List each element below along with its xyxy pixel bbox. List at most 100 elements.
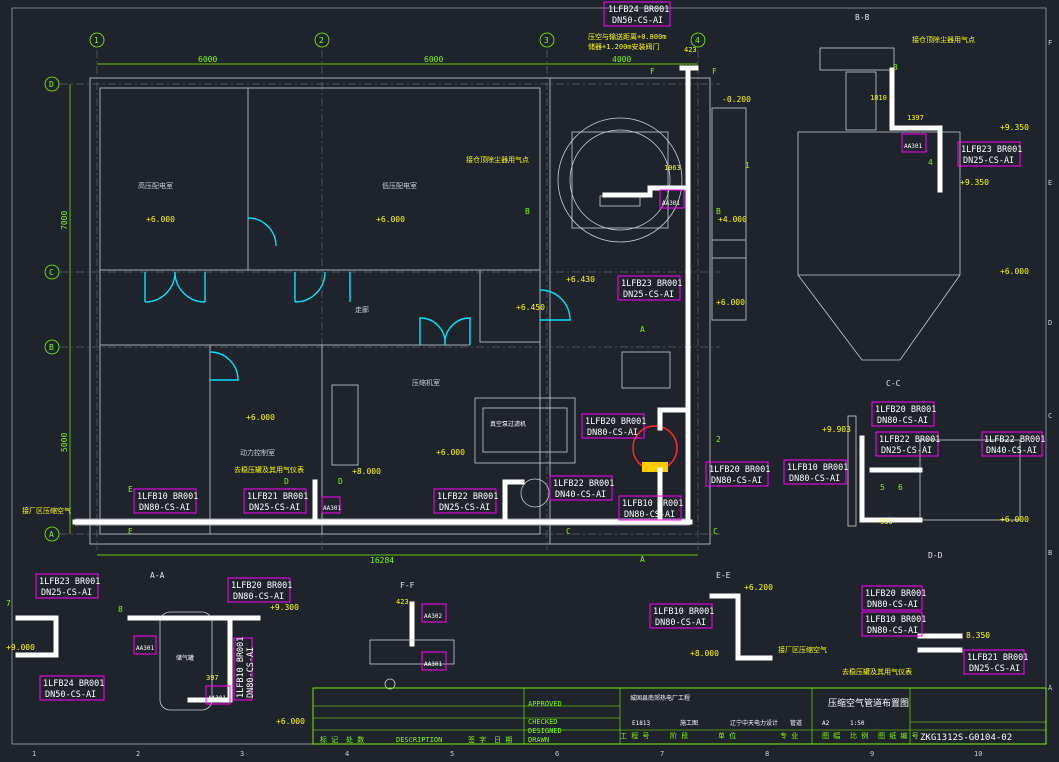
tb-stage: 施工图 xyxy=(680,719,698,727)
tank-valve xyxy=(642,462,668,472)
pipe-tag-line: 1LFB10 BR001 xyxy=(787,463,848,473)
level-mark: +6.000 xyxy=(436,448,465,457)
room-name: 压缩机室 xyxy=(412,378,440,387)
pipe-tag-box xyxy=(783,459,847,485)
section-mark: C xyxy=(566,527,571,536)
tb-field-label: APPROVED xyxy=(528,700,562,708)
pipe-tag-spec: DN80-CS-AI xyxy=(867,600,918,610)
pipe-tag-box xyxy=(871,401,935,427)
room-name: 动力控制室 xyxy=(240,448,275,457)
axis-bubble xyxy=(44,76,60,92)
tb-column-label: 单 位 xyxy=(718,731,736,740)
pipe-tag-line: 1LFB20 BR001 xyxy=(875,405,936,415)
section-mark: A xyxy=(640,325,645,334)
annotation-note: 接仓顶除尘器用气点 xyxy=(466,155,529,164)
section-mark: A xyxy=(640,555,645,564)
tb-revision-header: 处 数 xyxy=(346,735,364,744)
pipe-tag-line: 1LFB20 BR001 xyxy=(585,417,646,427)
pipe-tag-spec: DN40-CS-AI xyxy=(555,490,606,500)
instrument-label: AA301 xyxy=(662,200,680,207)
instrument-tag xyxy=(321,496,341,514)
level-mark: +6.200 xyxy=(744,583,773,592)
instrument-label: AA301 xyxy=(424,661,442,668)
dimension-text: 1063 xyxy=(664,164,681,172)
tb-column-label: 比 例 xyxy=(850,731,868,740)
dimension-text: 397 xyxy=(206,674,219,682)
section-mark: D xyxy=(338,477,343,486)
tb-column-label: 工 程 号 xyxy=(620,731,649,740)
section-bb: B-B 接仓顶除尘器用气点 1397 1810 +9.350 +9.350 +6… xyxy=(797,13,1029,361)
pipe-tag-box xyxy=(433,488,497,514)
section-mark: D xyxy=(284,477,289,486)
pipe-tag-line: 1LFB20 BR001 xyxy=(231,581,292,591)
tb-revision-header: 日 期 xyxy=(494,736,512,744)
pipe-tag-spec: DN25-CS-AI xyxy=(969,664,1020,674)
section-title: C-C xyxy=(886,379,901,388)
annotation-note: 接厂区压缩空气 xyxy=(22,506,71,515)
pipe-tag-box xyxy=(649,603,713,629)
room-name: 走廊 xyxy=(355,305,369,314)
level-mark: +9.350 xyxy=(960,178,989,187)
pipe-tag-line: 1LFB23 BR001 xyxy=(39,577,100,587)
pipe-tag-spec: DN50-CS-AI xyxy=(45,690,96,700)
title-block: APPROVED CHECKED DESIGNED DRAWN 城固县南郊热电厂… xyxy=(312,687,1047,745)
pipe-tag-line: 1LFB10 BR001 xyxy=(653,607,714,617)
tb-drawing-number: ZKG1312S-G0104-02 xyxy=(920,733,1012,743)
annotation-note: 去稳压罐及其用气仪表 xyxy=(234,465,304,474)
dimension-text: 986 xyxy=(880,518,893,526)
pipe-tag-spec: DN40-CS-AI xyxy=(986,446,1037,456)
tb-field-label: DRAWN xyxy=(528,736,549,744)
pipe-tag-spec: DN80-CS-AI xyxy=(789,474,840,484)
air-pipe-network xyxy=(72,65,699,526)
border-number: 10 xyxy=(974,750,982,758)
door-swing xyxy=(419,317,471,346)
tb-column-label: 图 幅 xyxy=(822,731,840,740)
section-dd-detail: 1LFB20 BR001 DN80-CS-AI 1LFB10 BR001 DN8… xyxy=(842,585,1028,676)
pipe-tag-spec: DN50-CS-AI xyxy=(612,16,663,26)
instrument-tag xyxy=(205,685,231,705)
instrument-label: AA302 xyxy=(424,613,442,620)
axis-bubble xyxy=(314,32,330,48)
pipe-tag-line: 1LFB10 BR001 xyxy=(137,492,198,502)
axis-label: B xyxy=(49,343,54,352)
section-cc: C-C 1LFB20 BR001 DN80-CS-AI 1LFB22 BR001… xyxy=(783,379,1045,560)
tb-field-label: DESIGNED xyxy=(528,727,562,735)
pipe-tag-spec: DN80-CS-AI xyxy=(587,428,638,438)
level-mark: +6.450 xyxy=(516,303,545,312)
dimension-text: 5000 xyxy=(60,433,69,452)
axis-label: 2 xyxy=(319,36,324,45)
level-mark: +6.000 xyxy=(376,215,405,224)
tb-drawing-title: 压缩空气管道布置图 xyxy=(828,697,909,709)
level-mark: +6.000 xyxy=(146,215,175,224)
annotation-note: 接厂区压缩空气 xyxy=(778,645,827,654)
ee-air-pipe xyxy=(709,593,773,661)
pipe-tag-box xyxy=(957,141,1021,167)
air-receiver-elevation xyxy=(159,611,213,711)
section-mark: F xyxy=(712,67,717,76)
pipe-tag-spec: DN80-CS-AI xyxy=(624,510,675,520)
plan-view: 1 2 3 4 D C B A 6000 6000 4000 7000 5000… xyxy=(22,1,770,565)
pipe-tag-line: 1LFB22 BR001 xyxy=(984,435,1045,445)
pipe-tag-spec: DN25-CS-AI xyxy=(881,446,932,456)
pipe-tags: 1LFB24 BR001 DN50-CS-AI 压空与输送距离+0.800m 储… xyxy=(133,1,770,521)
level-mark: 8.350 xyxy=(966,631,990,640)
tb-scale: 1:50 xyxy=(850,720,865,727)
pipe-tag-box xyxy=(618,495,682,521)
pipe-tag-spec: DN25-CS-AI xyxy=(623,290,674,300)
dust-collector xyxy=(819,47,895,71)
tb-revision-header: 标 记 xyxy=(320,735,338,744)
instrument-tag xyxy=(133,635,157,655)
pipe-tag-line: 1LFB20 BR001 xyxy=(865,589,926,599)
pipe-tag-box xyxy=(981,431,1043,457)
pipe-tag-box xyxy=(35,573,99,599)
stair xyxy=(711,239,747,321)
balloon-number: 6 xyxy=(898,483,903,492)
elevation-note: 压空与输送距离+0.800m xyxy=(588,32,667,41)
section-ee: E-E 1LFB10 BR001 DN80-CS-AI +6.200 +8.00… xyxy=(649,571,827,661)
equipment-label: 真空泵过滤机 xyxy=(490,420,526,428)
border-number: 3 xyxy=(240,750,244,758)
section-mark: B xyxy=(525,207,530,216)
level-mark: +6.430 xyxy=(566,275,595,284)
pipe-tag-spec: DN25-CS-AI xyxy=(249,503,300,513)
